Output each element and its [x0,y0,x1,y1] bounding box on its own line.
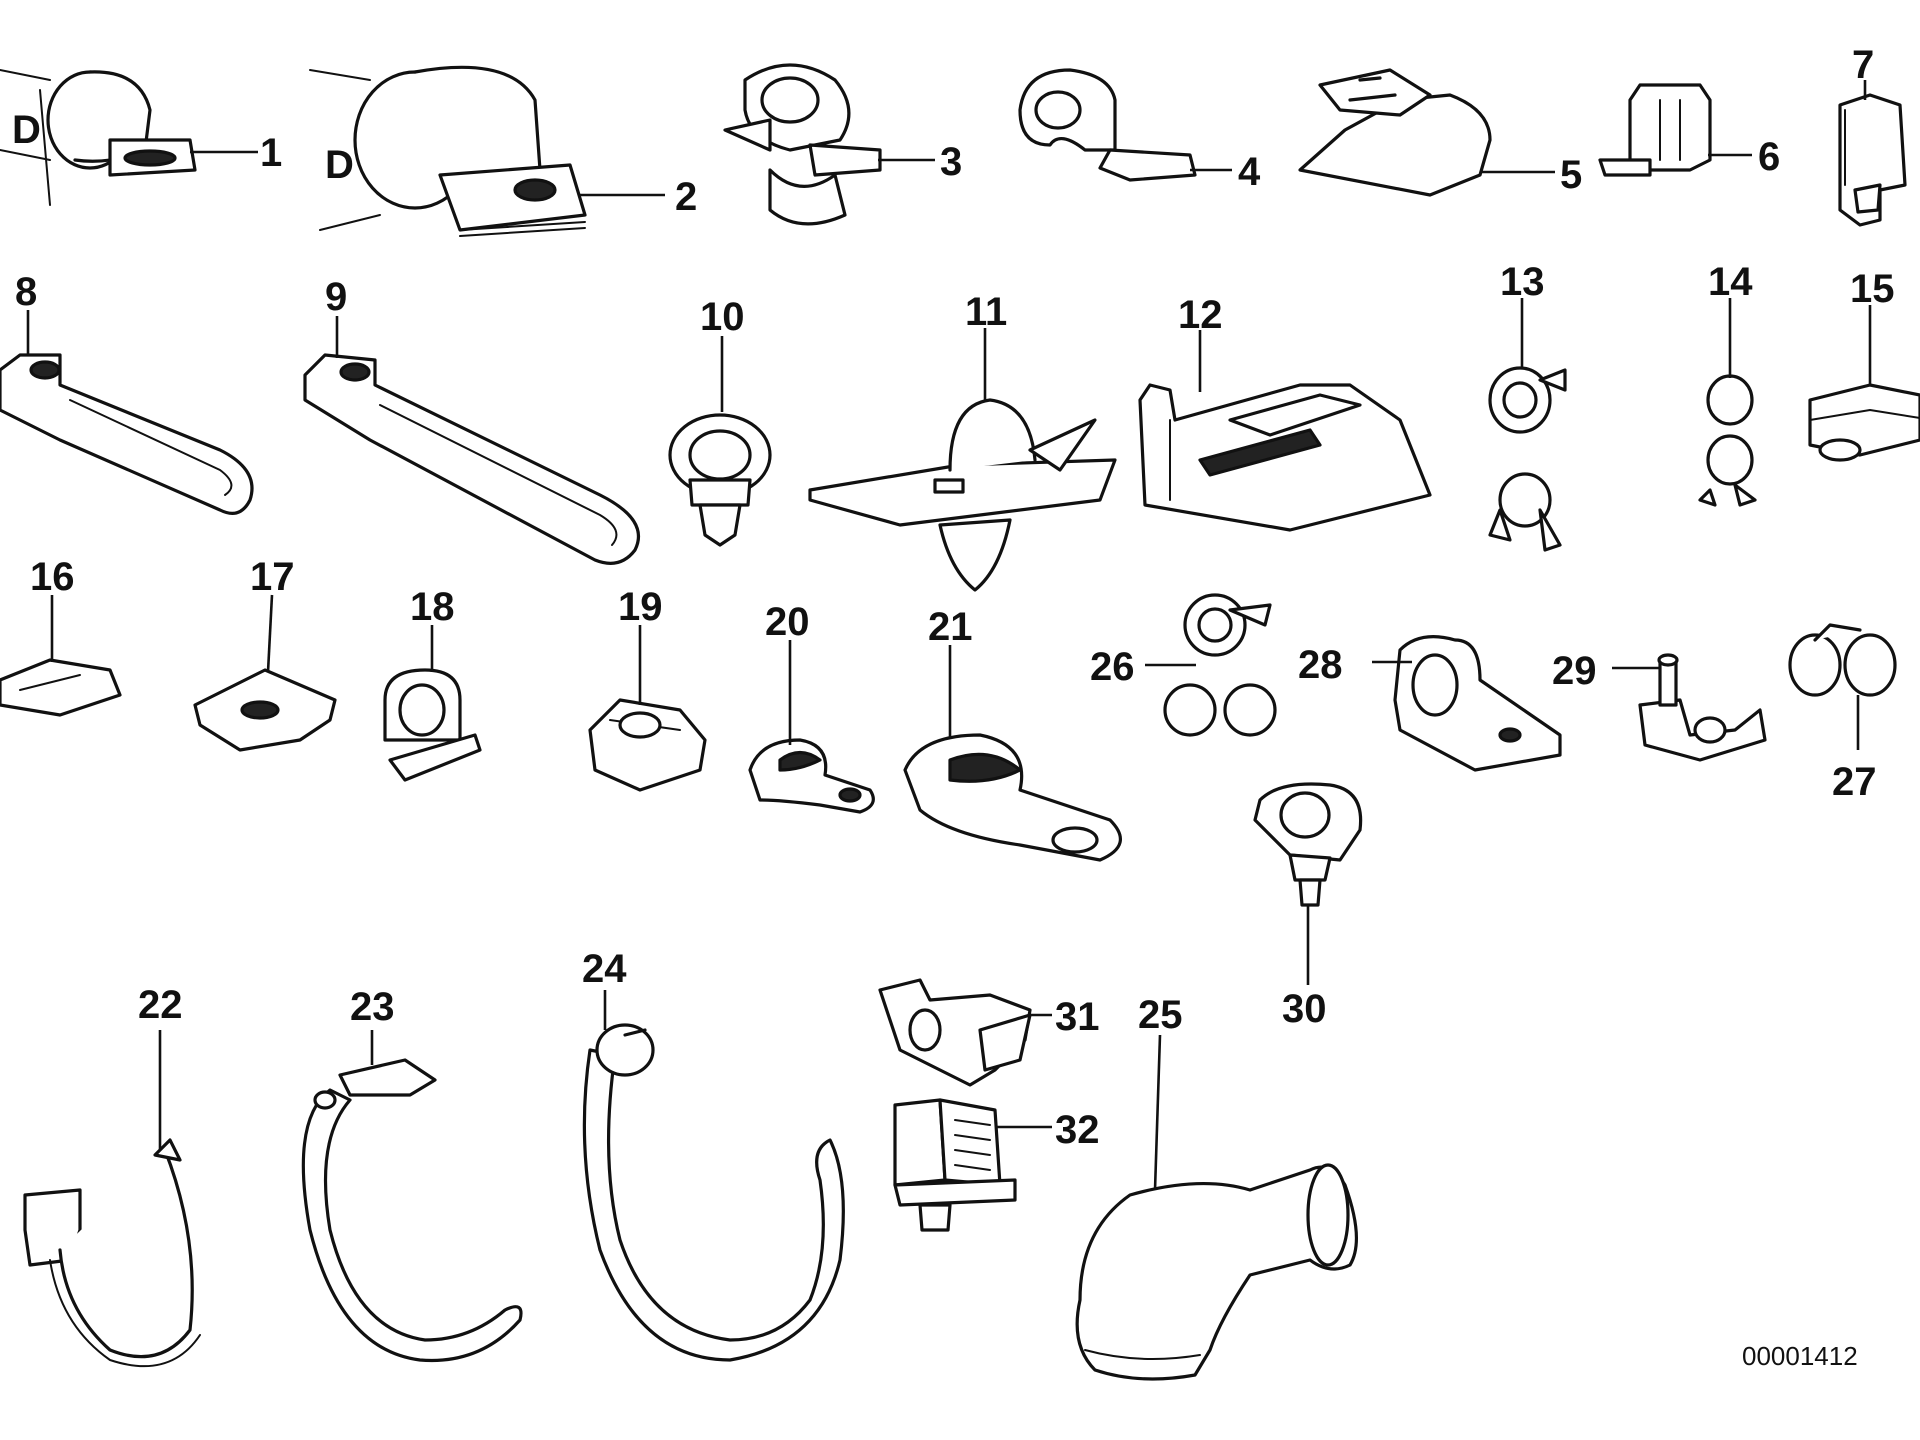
part-24-cable-tie [582,1023,845,1362]
part-18-tube-clip [383,668,482,782]
callout-10: 10 [700,295,745,339]
part-11-plate-clip [808,398,1117,592]
part-6-spring-clip [1598,83,1712,177]
part-26-triple-clip [1163,593,1277,737]
dimension-label-d-1: D [12,108,41,152]
part-20-p-clip-small [748,738,875,814]
part-7-edge-clip [1838,93,1907,227]
part-19-cable-clip [588,698,707,792]
part-9-long-hose-strap [303,353,640,565]
part-1-pipe-clamp [0,69,197,206]
part-22-ratchet-tie [23,1138,201,1368]
leader-lines [26,80,1872,1191]
callout-20: 20 [765,600,810,644]
callout-13: 13 [1500,260,1545,304]
callout-4: 4 [1238,150,1261,194]
part-29-bolt-clip [1638,653,1767,762]
callout-9: 9 [325,275,347,319]
callout-14: 14 [1708,260,1753,304]
callout-17: 17 [250,555,295,599]
callout-31: 31 [1055,995,1100,1039]
callout-labels: 1 2 3 4 5 6 7 8 9 10 11 12 13 14 15 16 1… [15,43,1895,1152]
callout-19: 19 [618,585,663,629]
part-23-band-clamp [301,1058,523,1363]
callout-5: 5 [1560,153,1582,197]
dimension-label-d-2: D [325,143,354,187]
callout-7: 7 [1852,43,1874,87]
part-12-cable-guide [1138,383,1432,532]
part-21-p-clip-large [903,733,1122,862]
part-13-double-clip [1488,366,1567,552]
callout-21: 21 [928,605,973,649]
callout-8: 8 [15,270,37,314]
part-15-edge-clip [1808,383,1920,462]
callout-22: 22 [138,983,183,1027]
part-14-double-clip [1698,374,1757,507]
part-4-clip [1018,68,1197,182]
callout-3: 3 [940,140,962,184]
callout-26: 26 [1090,645,1135,689]
part-5-bracket-clip [1298,68,1492,197]
callout-16: 16 [30,555,75,599]
callout-12: 12 [1178,293,1223,337]
part-10-push-clip [668,413,772,547]
leader-17 [266,594,274,673]
callout-6: 6 [1758,135,1780,179]
part-32-clip-base [893,1098,1017,1232]
callout-24: 24 [582,947,627,991]
diagram-reference-number: 00001412 [1742,1341,1858,1371]
part-17-sheet-clip [193,668,337,752]
callout-29: 29 [1552,649,1597,693]
part-2-wide-pipe-clamp [309,65,587,237]
callout-18: 18 [410,585,455,629]
leader-25 [1153,1034,1162,1191]
part-31-snap-bracket [878,978,1032,1087]
part-28-pipe-bracket [1393,635,1562,772]
part-16-sheet-clip [0,658,122,717]
callout-27: 27 [1832,760,1877,804]
callout-2: 2 [675,175,697,219]
part-8-hose-strap [0,353,254,515]
part-30-push-pin-clip [1253,782,1363,907]
callout-11: 11 [965,290,1007,334]
callout-23: 23 [350,985,395,1029]
callout-25: 25 [1138,993,1183,1037]
callout-15: 15 [1850,267,1895,311]
callout-32: 32 [1055,1108,1100,1152]
part-27-double-ring-clip [1788,623,1897,697]
callout-1: 1 [260,131,282,175]
callout-28: 28 [1298,643,1343,687]
part-25-rubber-boot [1075,1163,1358,1381]
part-3-snap-clip [723,63,882,226]
callout-30: 30 [1282,987,1327,1031]
